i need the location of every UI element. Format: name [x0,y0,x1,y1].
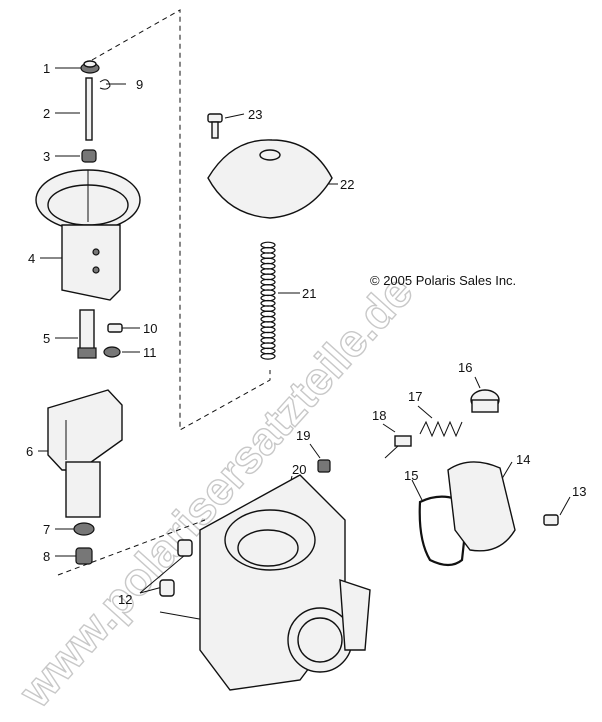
callout-7: 7 [43,522,50,537]
callout-18: 18 [372,408,386,423]
part-16-plug [470,389,500,413]
part-19-plug [317,459,331,473]
part-5-holder [77,309,97,359]
part-11-washer [103,346,121,358]
part-7-seal [73,522,95,536]
callout-2: 2 [43,106,50,121]
callout-17: 17 [408,389,422,404]
callout-23: 23 [248,107,262,122]
callout-14: 14 [516,452,530,467]
part-3-spacer [81,149,97,163]
spring-coil [260,352,276,360]
callout-22: 22 [340,177,354,192]
callout-5: 5 [43,331,50,346]
callout-8: 8 [43,549,50,564]
part-21-spring [260,241,276,360]
callout-15: 15 [404,468,418,483]
part-12-pin-b [159,579,175,597]
callout-13: 13 [572,484,586,499]
part-18-screw [384,435,412,459]
part-13-screw [543,514,559,526]
part-2-needle [85,77,93,141]
callout-1: 1 [43,61,50,76]
callout-16: 16 [458,360,472,375]
callout-3: 3 [43,149,50,164]
callout-10: 10 [143,321,157,336]
part-22-cover [207,139,333,219]
part-8-cap [75,547,93,565]
callout-21: 21 [302,286,316,301]
part-6-slide [47,389,123,518]
part-23-screw [207,113,223,139]
part-1-nut [80,60,100,74]
part-12-pin-a [177,539,193,557]
copyright-text: © 2005 Polaris Sales Inc. [370,273,516,288]
callout-6: 6 [26,444,33,459]
callout-9: 9 [136,77,143,92]
part-15-gasket [418,495,470,567]
part-17-spring [419,420,463,438]
assembly-outline [91,9,271,431]
callout-11: 11 [143,345,157,360]
assembly-guide-left [57,519,206,576]
callout-12: 12 [118,592,132,607]
part-20-carb-body [199,474,371,691]
callout-4: 4 [28,251,35,266]
callout-20: 20 [292,462,306,477]
part-10-screw [107,323,128,333]
part-9-clip [99,79,111,90]
part-4-diaphragm-slide [35,169,141,301]
part-14-cover [447,461,516,552]
callout-19: 19 [296,428,310,443]
